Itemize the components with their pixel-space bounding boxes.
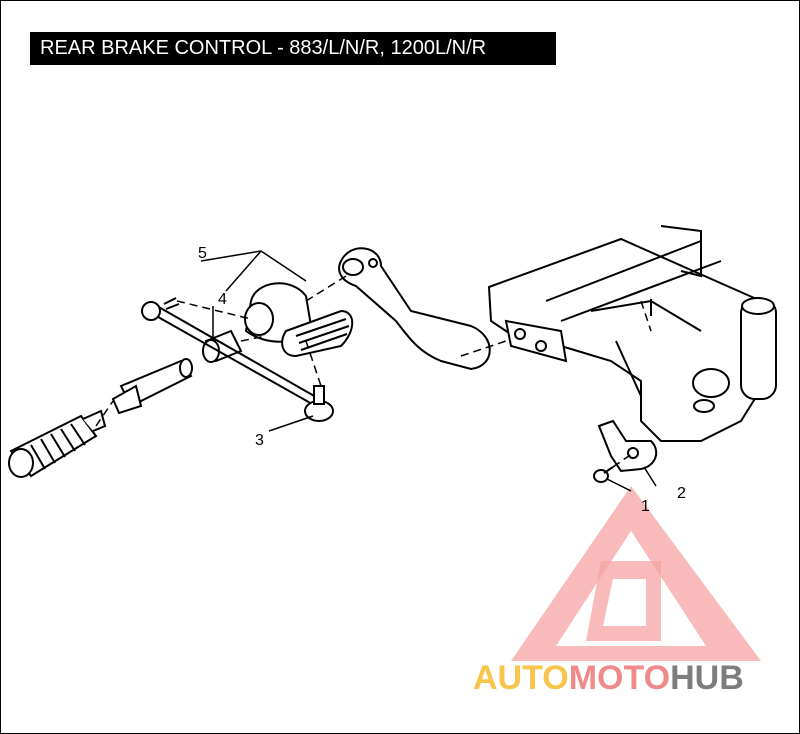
callout-1: 1 (641, 498, 650, 515)
watermark-moto: MOTO (569, 659, 670, 697)
pedal-pad (244, 282, 354, 358)
footpeg (8, 409, 107, 478)
mounting-plate (504, 319, 568, 363)
callout-5: 5 (198, 245, 207, 262)
assembly-lines (95, 275, 652, 468)
watermark-logo (511, 486, 761, 661)
watermark-wordmark: AUTOMOTOHUB (473, 659, 744, 697)
clevis-pin (111, 358, 193, 415)
frame-crossmember (487, 225, 777, 442)
watermark-hub: HUB (670, 659, 744, 697)
watermark-auto: AUTO (473, 659, 569, 697)
brake-pedal (338, 247, 491, 371)
callout-4: 4 (218, 291, 227, 308)
callout-2: 2 (677, 485, 686, 502)
pivot-bracket (593, 419, 658, 483)
callout-3: 3 (255, 432, 264, 449)
diagram-title: REAR BRAKE CONTROL - 883/L/N/R, 1200L/N/… (30, 32, 556, 65)
watermark-g-cutout (603, 579, 646, 626)
callout-leaders (200, 250, 657, 492)
svg-text:AUTOMOTOHUB: AUTOMOTOHUB (473, 659, 744, 697)
